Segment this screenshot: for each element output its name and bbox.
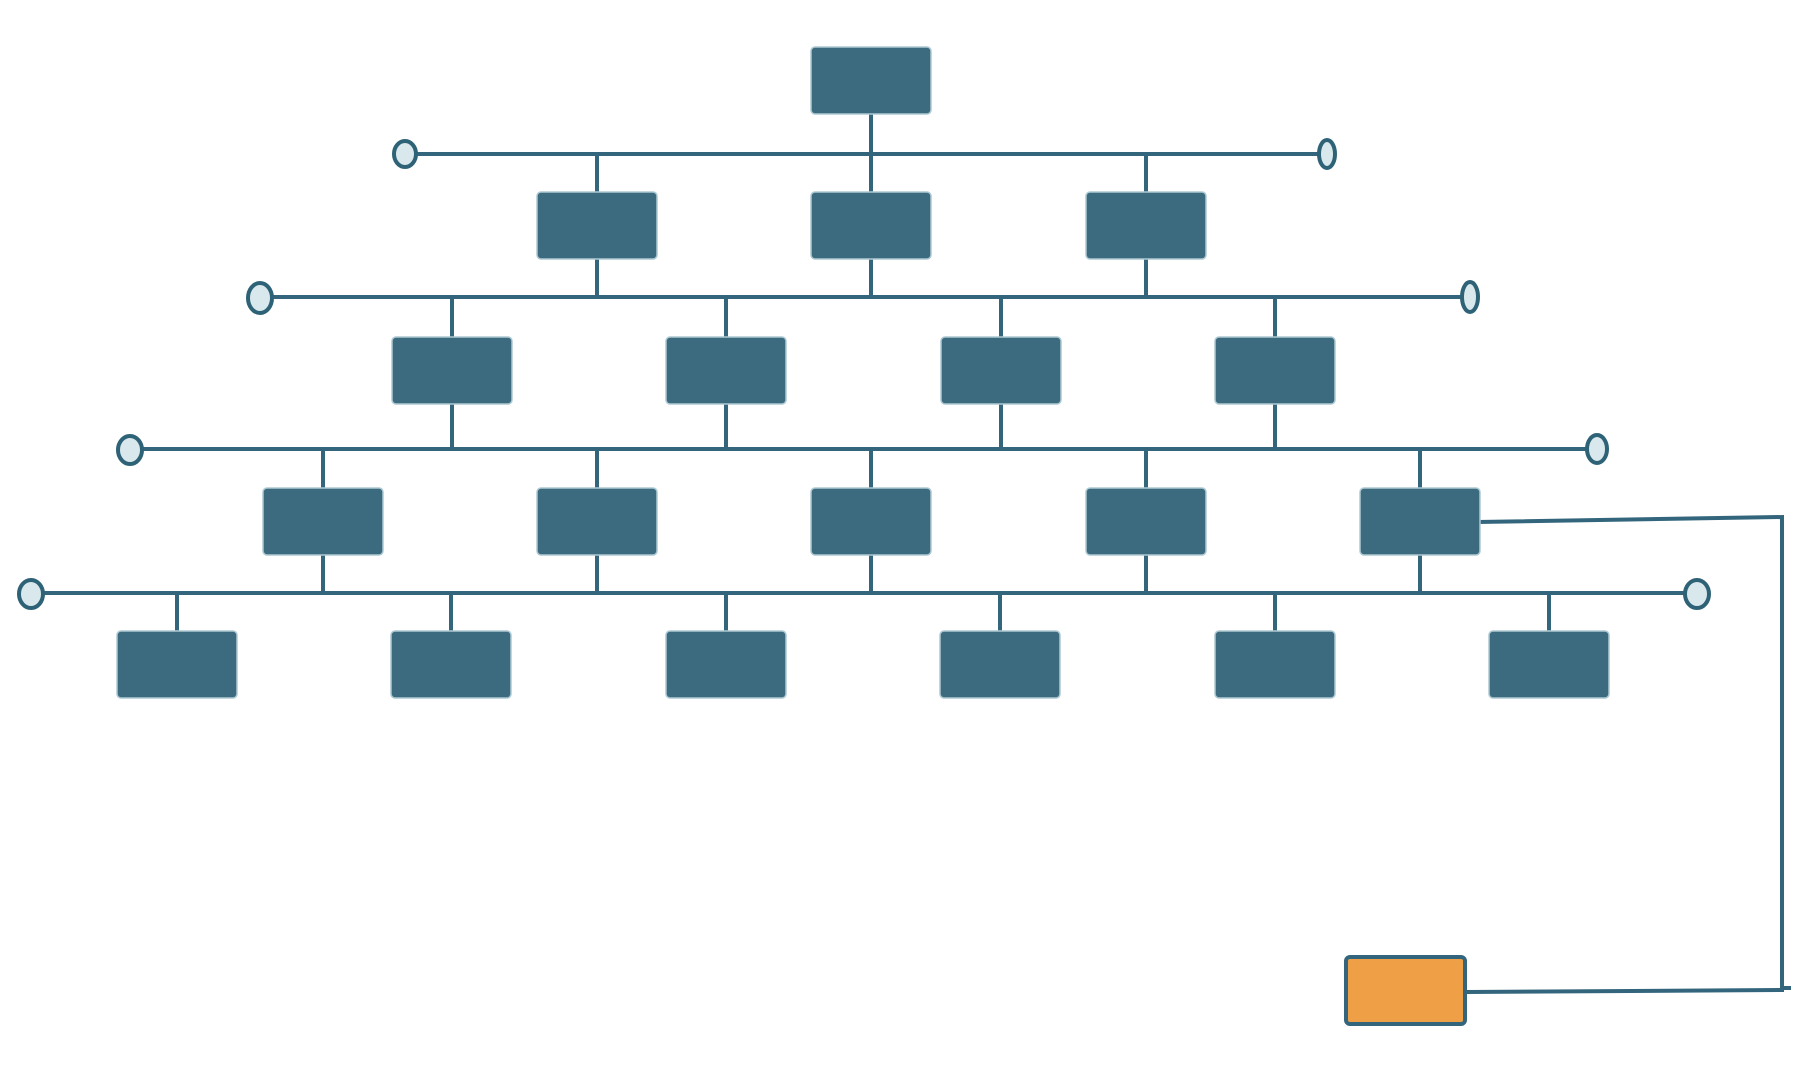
org-node-level-3-1[interactable]: [391, 336, 513, 405]
bus-1-right-cap-endpoint: [1317, 138, 1337, 170]
elbow-connector: [1466, 514, 1784, 994]
org-node-level-4-1[interactable]: [262, 487, 384, 556]
org-node-level-5-5[interactable]: [1214, 630, 1336, 699]
org-node-level-3-3[interactable]: [940, 336, 1062, 405]
org-node-level-5-1[interactable]: [116, 630, 238, 699]
bus-1-left-cap-endpoint: [392, 139, 418, 169]
org-node-level-5-6[interactable]: [1488, 630, 1610, 699]
org-node-level-4-5[interactable]: [1359, 487, 1481, 556]
org-node-level-4-2[interactable]: [536, 487, 658, 556]
bus-4-left-cap-endpoint: [17, 578, 45, 610]
bus-4-right-cap-endpoint: [1683, 578, 1711, 610]
highlighted-node[interactable]: [1344, 955, 1467, 1026]
org-node-level-1-1[interactable]: [810, 46, 932, 115]
org-node-level-5-3[interactable]: [665, 630, 787, 699]
org-node-level-5-2[interactable]: [390, 630, 512, 699]
org-node-level-3-2[interactable]: [665, 336, 787, 405]
org-node-level-4-3[interactable]: [810, 487, 932, 556]
bus-3-right-cap-endpoint: [1585, 433, 1609, 465]
org-node-level-2-2[interactable]: [810, 191, 932, 260]
bus-3-left-cap-endpoint: [116, 434, 144, 466]
bus-2-left-cap-endpoint: [246, 281, 274, 315]
org-node-level-2-1[interactable]: [536, 191, 658, 260]
bus-2-right-cap-endpoint: [1460, 280, 1480, 314]
org-node-level-2-3[interactable]: [1085, 191, 1207, 260]
org-node-level-3-4[interactable]: [1214, 336, 1336, 405]
org-node-level-5-4[interactable]: [939, 630, 1061, 699]
org-node-level-4-4[interactable]: [1085, 487, 1207, 556]
